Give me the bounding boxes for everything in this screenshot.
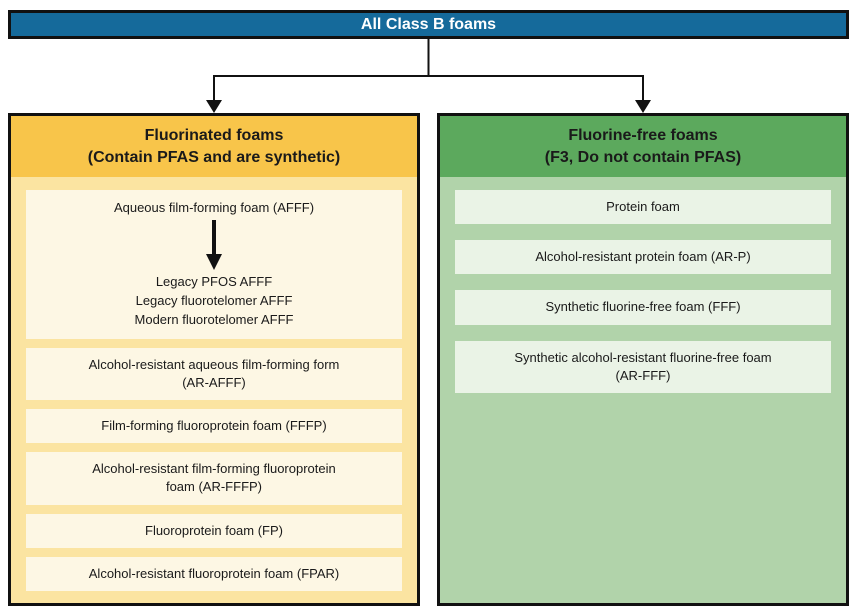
fluorine-free-foams-header: Fluorine-free foams (F3, Do not contain … bbox=[440, 116, 846, 177]
down-arrow-icon bbox=[206, 220, 222, 271]
root-node-label: All Class B foams bbox=[360, 15, 497, 33]
afff-variant-modern-fluorotelomer: Modern fluorotelomer AFFF bbox=[134, 311, 294, 327]
foam-item-ar-afff: Alcohol-resistant aqueous film-forming f… bbox=[26, 347, 402, 401]
left-branch-arrowhead-icon bbox=[206, 100, 222, 113]
foam-item-ar-p: Alcohol-resistant protein foam (AR-P) bbox=[455, 240, 831, 275]
fluorine-free-foams-body: Protein foam Alcohol-resistant protein f… bbox=[440, 177, 846, 603]
fluorinated-foams-title-line2: (Contain PFAS and are synthetic) bbox=[87, 148, 341, 166]
fluorinated-foams-title-line1: Fluorinated foams bbox=[144, 126, 284, 144]
fluorine-free-foams-title-line2: (F3, Do not contain PFAS) bbox=[544, 148, 742, 166]
foam-item-fpar: Alcohol-resistant fluoroprotein foam (FP… bbox=[26, 556, 402, 592]
afff-variant-legacy-fluorotelomer: Legacy fluorotelomer AFFF bbox=[135, 293, 293, 309]
fluorinated-foams-panel: Fluorinated foams (Contain PFAS and are … bbox=[8, 113, 420, 606]
foam-item-ar-fffp: Alcohol-resistant film-forming fluoropro… bbox=[26, 452, 402, 505]
afff-node: Aqueous film-forming foam (AFFF) Legacy … bbox=[26, 190, 402, 339]
foam-item-protein: Protein foam bbox=[455, 190, 831, 225]
fluorinated-foams-header: Fluorinated foams (Contain PFAS and are … bbox=[11, 116, 417, 177]
foam-item-fp: Fluoroprotein foam (FP) bbox=[26, 513, 402, 548]
fluorinated-foams-body: Aqueous film-forming foam (AFFF) Legacy … bbox=[11, 177, 417, 603]
afff-variant-legacy-pfos: Legacy PFOS AFFF bbox=[155, 274, 273, 290]
root-node-all-class-b-foams: All Class B foams bbox=[8, 10, 849, 39]
fluorine-free-foams-title-line1: Fluorine-free foams bbox=[568, 126, 718, 144]
right-branch-arrowhead-icon bbox=[635, 100, 651, 113]
foam-item-fffp: Film-forming fluoroprotein foam (FFFP) bbox=[26, 409, 402, 444]
afff-label: Aqueous film-forming foam (AFFF) bbox=[113, 200, 315, 215]
foam-item-fff: Synthetic fluorine-free foam (FFF) bbox=[455, 290, 831, 325]
foam-item-ar-fff: Synthetic alcohol-resistant fluorine-fre… bbox=[455, 340, 831, 393]
fluorine-free-foams-panel: Fluorine-free foams (F3, Do not contain … bbox=[437, 113, 849, 606]
